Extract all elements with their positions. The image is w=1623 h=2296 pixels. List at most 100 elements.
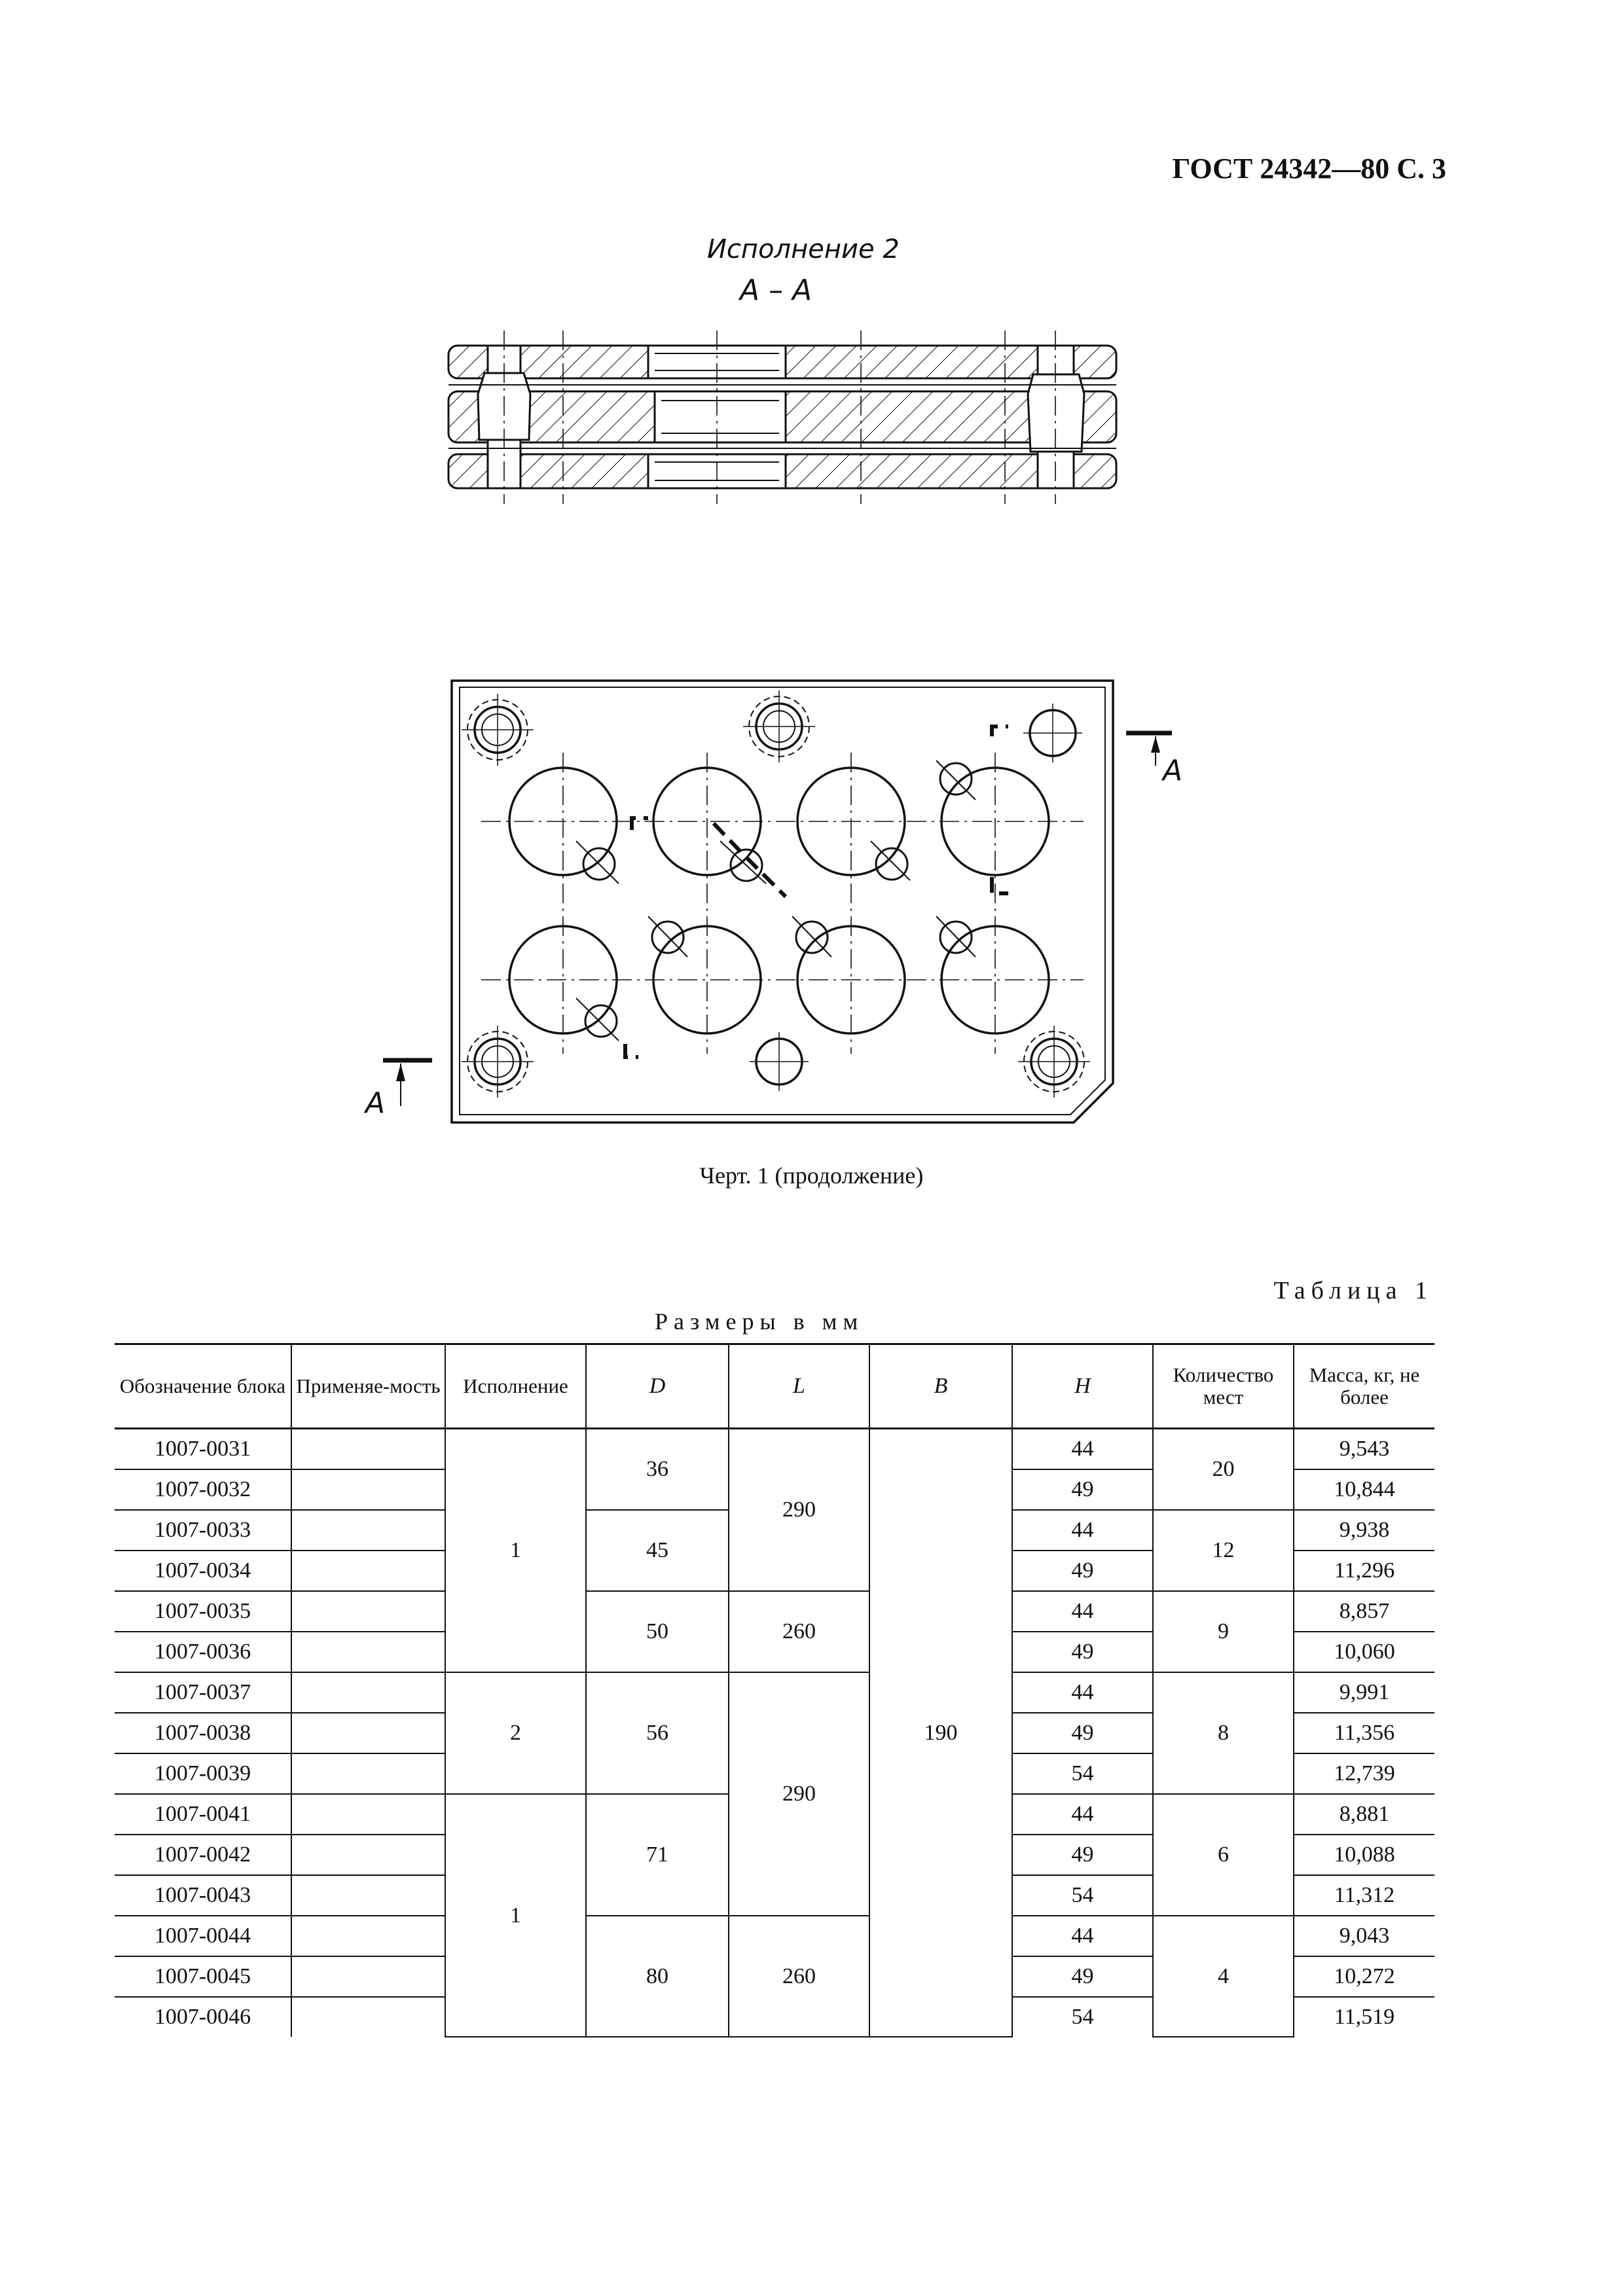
variant-title: Исполнение 2 [707,234,900,264]
section-mark-bottom: А [363,1086,385,1120]
table-row: 1007-0033 45 44 12 9,938 [115,1510,1434,1592]
cell-places: 4 [1152,1916,1294,2037]
cell-variant: 2 [445,1672,586,1795]
cell-places: 6 [1152,1794,1294,1916]
cell-code: 1007-0035 [115,1591,291,1632]
cell-applicability [291,1753,445,1795]
cell-mass: 9,938 [1293,1510,1434,1551]
section-arrow-top [1126,730,1172,766]
cell-code: 1007-0042 [115,1835,291,1876]
cell-applicability [291,1591,445,1632]
section-mark-top: А [1161,754,1182,787]
cell-h: 54 [1012,1875,1153,1916]
block-outline [450,679,1114,1124]
figure-caption: Черт. 1 (продолжение) [699,1162,924,1189]
cell-code: 1007-0033 [115,1510,291,1551]
bore-hole [652,925,762,1035]
col-applicability: Применяе-мость [291,1343,445,1429]
cell-code: 1007-0043 [115,1875,291,1916]
cell-d: 45 [585,1510,729,1592]
cell-applicability [291,1551,445,1592]
cell-code: 1007-0044 [115,1916,291,1957]
cell-mass: 11,296 [1293,1551,1434,1592]
cell-code: 1007-0046 [154,2005,251,2029]
cell-mass: 10,060 [1293,1632,1434,1673]
table-row: 1007-0046 54 11,519 [115,1997,1434,2037]
cell-h: 44 [1012,1510,1153,1551]
cell-code: 1007-0041 [115,1794,291,1835]
cell-l: 260 [728,1591,869,1673]
table-row: 1007-0039 54 12,739 [115,1753,1434,1795]
cell-code: 1007-0034 [115,1551,291,1592]
cell-h: 49 [1012,1713,1153,1754]
table-row: 1007-0035 50 260 44 9 8,857 [115,1591,1434,1673]
section-title: А – А [740,274,812,307]
col-places: Количество мест [1152,1343,1294,1429]
cell-mass: 8,881 [1293,1794,1434,1835]
col-variant: Исполнение [445,1343,586,1429]
cell-code: 1007-0038 [115,1713,291,1754]
bore-hole [796,766,906,876]
cell-h: 49 [1012,1469,1153,1511]
cell-applicability [291,1875,445,1916]
col-h: H [1012,1343,1153,1429]
cell-h: 49 [1012,1551,1153,1592]
cell-applicability [291,1510,445,1551]
cell-applicability [291,1794,445,1835]
cell-places: 20 [1152,1428,1294,1511]
table-row: 1007-0041 1 71 44 6 8,881 [115,1794,1434,2037]
cell-applicability [291,1632,445,1673]
cell-applicability [291,1428,445,1470]
cell-variant: 1 [445,1794,586,2037]
table-row: 1007-0038 49 11,356 [115,1713,1434,1754]
table-row: 1007-0044 80 260 44 4 9,043 [115,1916,1434,2037]
cell-d: 80 [585,1916,729,2037]
cell-applicability [291,1956,445,1998]
cell-mass: 9,543 [1293,1428,1434,1470]
section-cut-line [623,725,1008,1059]
cell-h: 44 [1012,1916,1153,1957]
cell-code: 1007-0031 [115,1428,291,1470]
cell-mass: 10,844 [1293,1469,1434,1511]
table-units: Размеры в мм [655,1308,864,1335]
cell-h: 49 [1012,1632,1153,1673]
cell-h: 54 [1012,1753,1153,1795]
table-row: 1007-0042 49 10,088 [115,1835,1434,1876]
cell-applicability [291,1672,445,1713]
cell-mass: 11,312 [1293,1875,1434,1916]
cell-b: 190 [869,1428,1012,2037]
table-row: 1007-0037 2 56 290 44 8 9,991 [115,1672,1434,1916]
cell-code: 1007-0045 [115,1956,291,1998]
section-arrow-bottom [383,1058,432,1106]
table-row: 1007-0032 49 10,844 [115,1469,1434,1511]
bore-hole [940,925,1050,1035]
cell-mass: 10,088 [1293,1835,1434,1876]
bore-hole [508,925,618,1035]
bore-hole [796,925,906,1035]
table-row: 1007-0031 1 36 290 190 44 20 9,543 [115,1428,1434,2037]
cell-code: 1007-0039 [115,1753,291,1795]
cell-mass: 10,272 [1293,1956,1434,1998]
table-row: 1007-0043 54 11,312 [115,1875,1434,1916]
table-label: Таблица 1 [1273,1277,1433,1304]
cell-places: 12 [1152,1510,1294,1592]
cell-code: 1007-0037 [115,1672,291,1713]
cell-applicability [291,1916,445,1957]
cell-d: 71 [585,1794,729,1916]
cell-code: 1007-0032 [115,1469,291,1511]
section-view [447,331,1118,504]
cell-mass: 11,519 [1293,1997,1434,2037]
cell-l: 290 [728,1428,869,1592]
cell-mass: 12,739 [1293,1753,1434,1795]
cell-mass: 11,356 [1293,1713,1434,1754]
cell-mass: 9,991 [1293,1672,1434,1713]
cell-h: 44 [1012,1794,1153,1835]
cell-variant: 1 [445,1428,586,1673]
col-l: L [728,1343,869,1429]
col-d: D [585,1343,729,1429]
cell-mass: 9,043 [1293,1916,1434,1957]
cell-applicability [291,1835,445,1876]
bore-hole [940,766,1050,876]
standard-header: ГОСТ 24342—80 С. 3 [1172,152,1446,185]
cell-h: 49 [1012,1956,1153,1998]
